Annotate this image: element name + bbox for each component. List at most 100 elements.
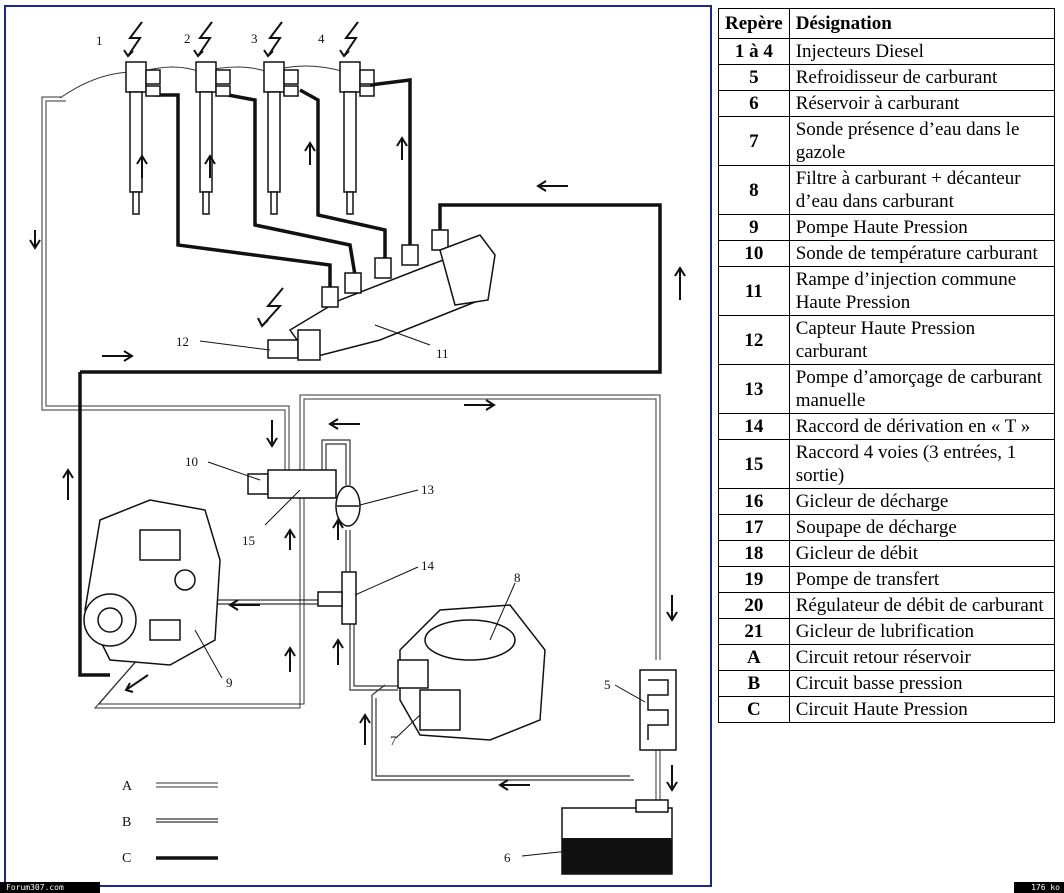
row-designation: Raccord de dérivation en « T »: [788, 413, 1055, 440]
injector-label-1: 1: [96, 33, 103, 48]
injector-label-3: 3: [251, 31, 258, 46]
legend-letter-a: A: [122, 779, 133, 794]
injector-2: [195, 61, 231, 215]
fuel-tank: [561, 799, 673, 875]
row-designation: Injecteurs Diesel: [788, 38, 1055, 65]
callout-7: 7: [390, 733, 397, 748]
callout-8: 8: [514, 570, 521, 585]
row-ref: 18: [718, 540, 790, 567]
callout-10: 10: [185, 454, 198, 469]
row-designation: Pompe de transfert: [788, 566, 1055, 593]
row-designation: Capteur Haute Pression carburant: [788, 315, 1055, 365]
injector-4: [339, 61, 375, 215]
row-designation: Circuit basse pression: [788, 670, 1055, 697]
common-rail: [288, 229, 496, 359]
footer-site-label: Forum307.com: [0, 882, 100, 893]
injector-label-2: 2: [184, 31, 191, 46]
row-ref: 16: [718, 488, 790, 515]
row-designation: Sonde présence d’eau dans le gazole: [788, 116, 1055, 166]
row-ref: 12: [718, 315, 790, 365]
callout-6: 6: [504, 850, 511, 865]
callout-13: 13: [421, 482, 434, 497]
callout-9: 9: [226, 675, 233, 690]
header-designation: Désignation: [788, 8, 1055, 39]
line-type-legend: A B C: [122, 779, 218, 866]
return-circuit-lines: [41, 96, 661, 805]
flow-arrows: [29, 136, 686, 792]
low-pressure-lines: [150, 439, 634, 781]
row-ref: 13: [718, 364, 790, 414]
row-designation: Gicleur de décharge: [788, 488, 1055, 515]
row-designation: Rampe d’injection commune Haute Pression: [788, 266, 1055, 316]
callout-14: 14: [421, 558, 435, 573]
legend-letter-c: C: [122, 851, 131, 866]
callout-5: 5: [604, 677, 611, 692]
row-designation: Pompe d’amorçage de carburant manuelle: [788, 364, 1055, 414]
injector-label-4: 4: [318, 31, 325, 46]
row-designation: Sonde de température carburant: [788, 240, 1055, 267]
callout-12: 12: [176, 334, 189, 349]
high-pressure-lines: [78, 78, 662, 677]
fuel-filter: [397, 604, 546, 741]
four-way-connector: [247, 469, 337, 499]
row-designation: Gicleur de lubrification: [788, 618, 1055, 645]
high-pressure-pump: [83, 499, 221, 666]
row-ref: 19: [718, 566, 790, 593]
fuel-cooler: [639, 669, 677, 751]
row-ref: A: [718, 644, 790, 671]
injector-3: [263, 61, 299, 215]
header-ref: Repère: [718, 8, 790, 39]
row-ref: C: [718, 696, 790, 723]
row-ref: 10: [718, 240, 790, 267]
row-ref: B: [718, 670, 790, 697]
row-designation: Filtre à carburant + décanteur d’eau dan…: [788, 165, 1055, 215]
table-header-row: Repère Désignation: [718, 8, 1055, 39]
callout-15: 15: [242, 533, 255, 548]
priming-pump: [335, 485, 361, 527]
row-designation: Refroidisseur de carburant: [788, 64, 1055, 91]
row-ref: 17: [718, 514, 790, 541]
row-ref: 21: [718, 618, 790, 645]
row-ref: 9: [718, 214, 790, 241]
row-ref: 1 à 4: [718, 38, 790, 65]
row-ref: 15: [718, 439, 790, 489]
injector-1: [125, 61, 161, 215]
row-ref: 5: [718, 64, 790, 91]
electric-bolt-icons: [123, 21, 359, 328]
fuel-circuit-diagram: 1 2 3 4 12 11 10 15 13 14 8 5 9 7 6 A B …: [4, 5, 712, 887]
row-ref: 11: [718, 266, 790, 316]
footer-size-label: 176 ko: [1014, 882, 1064, 893]
row-designation: Gicleur de débit: [788, 540, 1055, 567]
row-designation: Raccord 4 voies (3 entrées, 1 sortie): [788, 439, 1055, 489]
pressure-sensor: [267, 329, 321, 361]
row-designation: Réservoir à carburant: [788, 90, 1055, 117]
row-ref: 20: [718, 592, 790, 619]
row-designation: Circuit retour réservoir: [788, 644, 1055, 671]
legend-letter-b: B: [122, 815, 131, 830]
callout-11: 11: [436, 346, 449, 361]
diagram-frame: [4, 5, 712, 887]
row-designation: Soupape de décharge: [788, 514, 1055, 541]
